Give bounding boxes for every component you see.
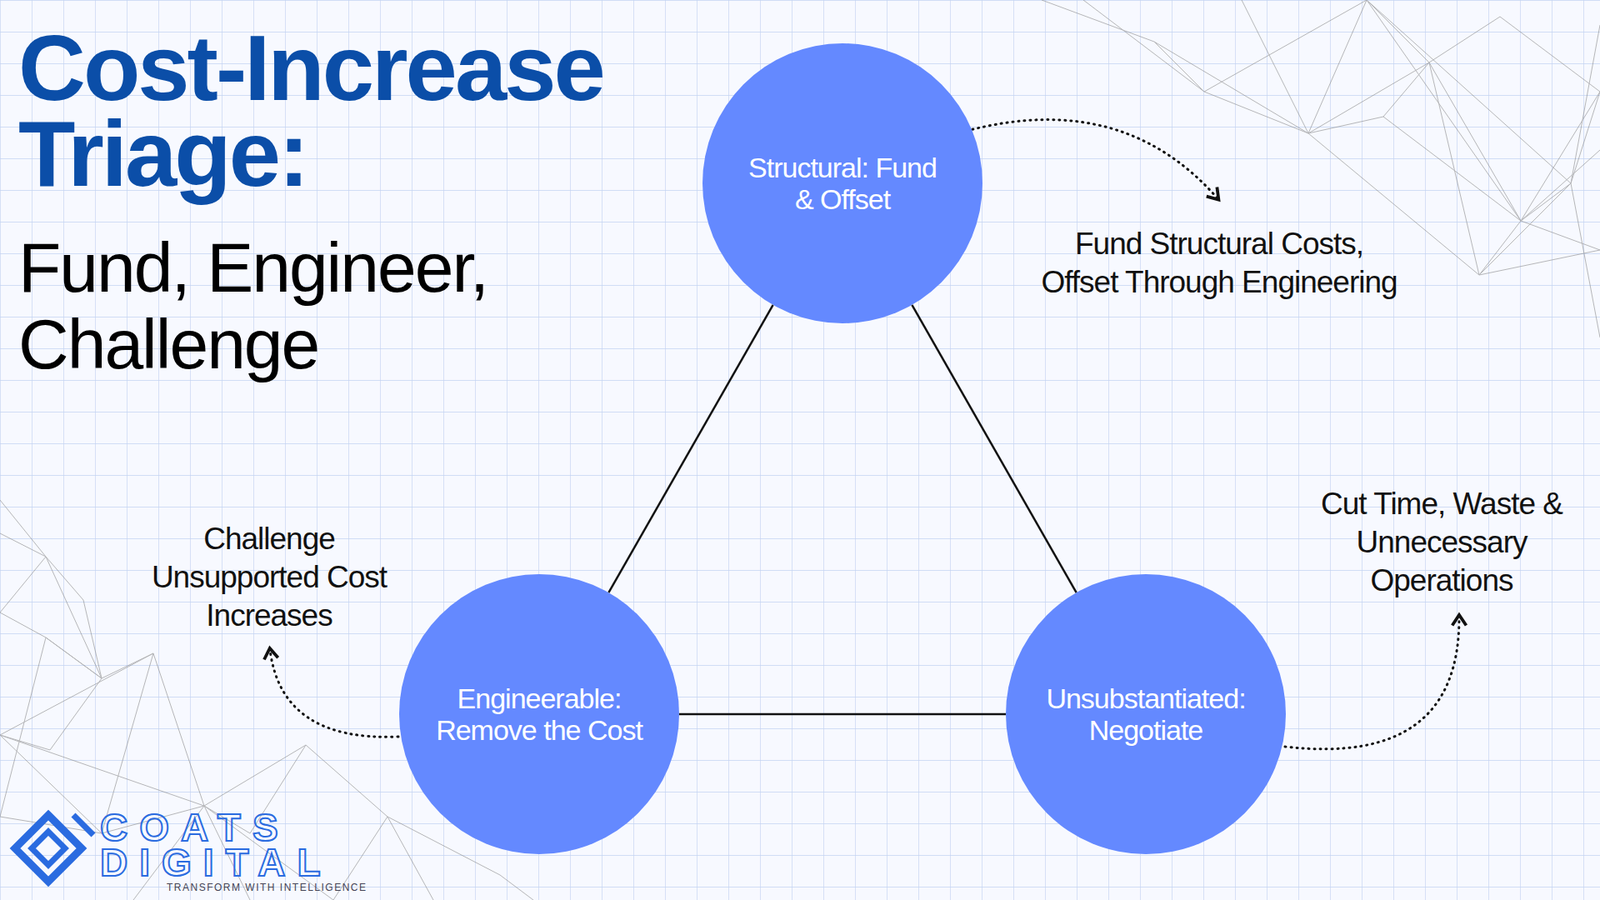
subtitle: Fund, Engineer, Challenge: [18, 229, 569, 383]
connector-line: [608, 305, 773, 593]
leader-arrow: [966, 120, 1218, 199]
leader-arrow: [270, 650, 399, 737]
callout-text: Fund Structural Costs, Offset Through En…: [1035, 225, 1403, 302]
callout-text: Challenge Unsupported Cost Increases: [144, 520, 395, 635]
circle-fill: [1005, 574, 1286, 855]
circle-fill: [399, 574, 680, 855]
callout-text: Cut Time, Waste & Unnecessary Operations: [1291, 485, 1592, 600]
category-circle: Engineerable: Remove the Cost: [399, 574, 680, 855]
category-circle: Unsubstantiated: Negotiate: [1005, 574, 1286, 855]
logo-text: COATS DIGITAL: [100, 810, 350, 880]
logo-icon: [15, 815, 94, 882]
circle-label: Structural: Fund & Offset: [737, 151, 948, 215]
circle-fill: [702, 43, 983, 324]
circle-label: Unsubstantiated: Negotiate: [1040, 682, 1251, 746]
connector-line: [911, 305, 1076, 593]
circle-label: Engineerable: Remove the Cost: [434, 682, 645, 746]
title: Cost-Increase Triage:: [18, 25, 685, 197]
category-circle: Structural: Fund & Offset: [702, 43, 983, 324]
connector-line: [679, 713, 1006, 716]
leader-arrow: [1285, 616, 1460, 750]
logo-tagline: TRANSFORM WITH INTELLIGENCE: [166, 881, 500, 894]
